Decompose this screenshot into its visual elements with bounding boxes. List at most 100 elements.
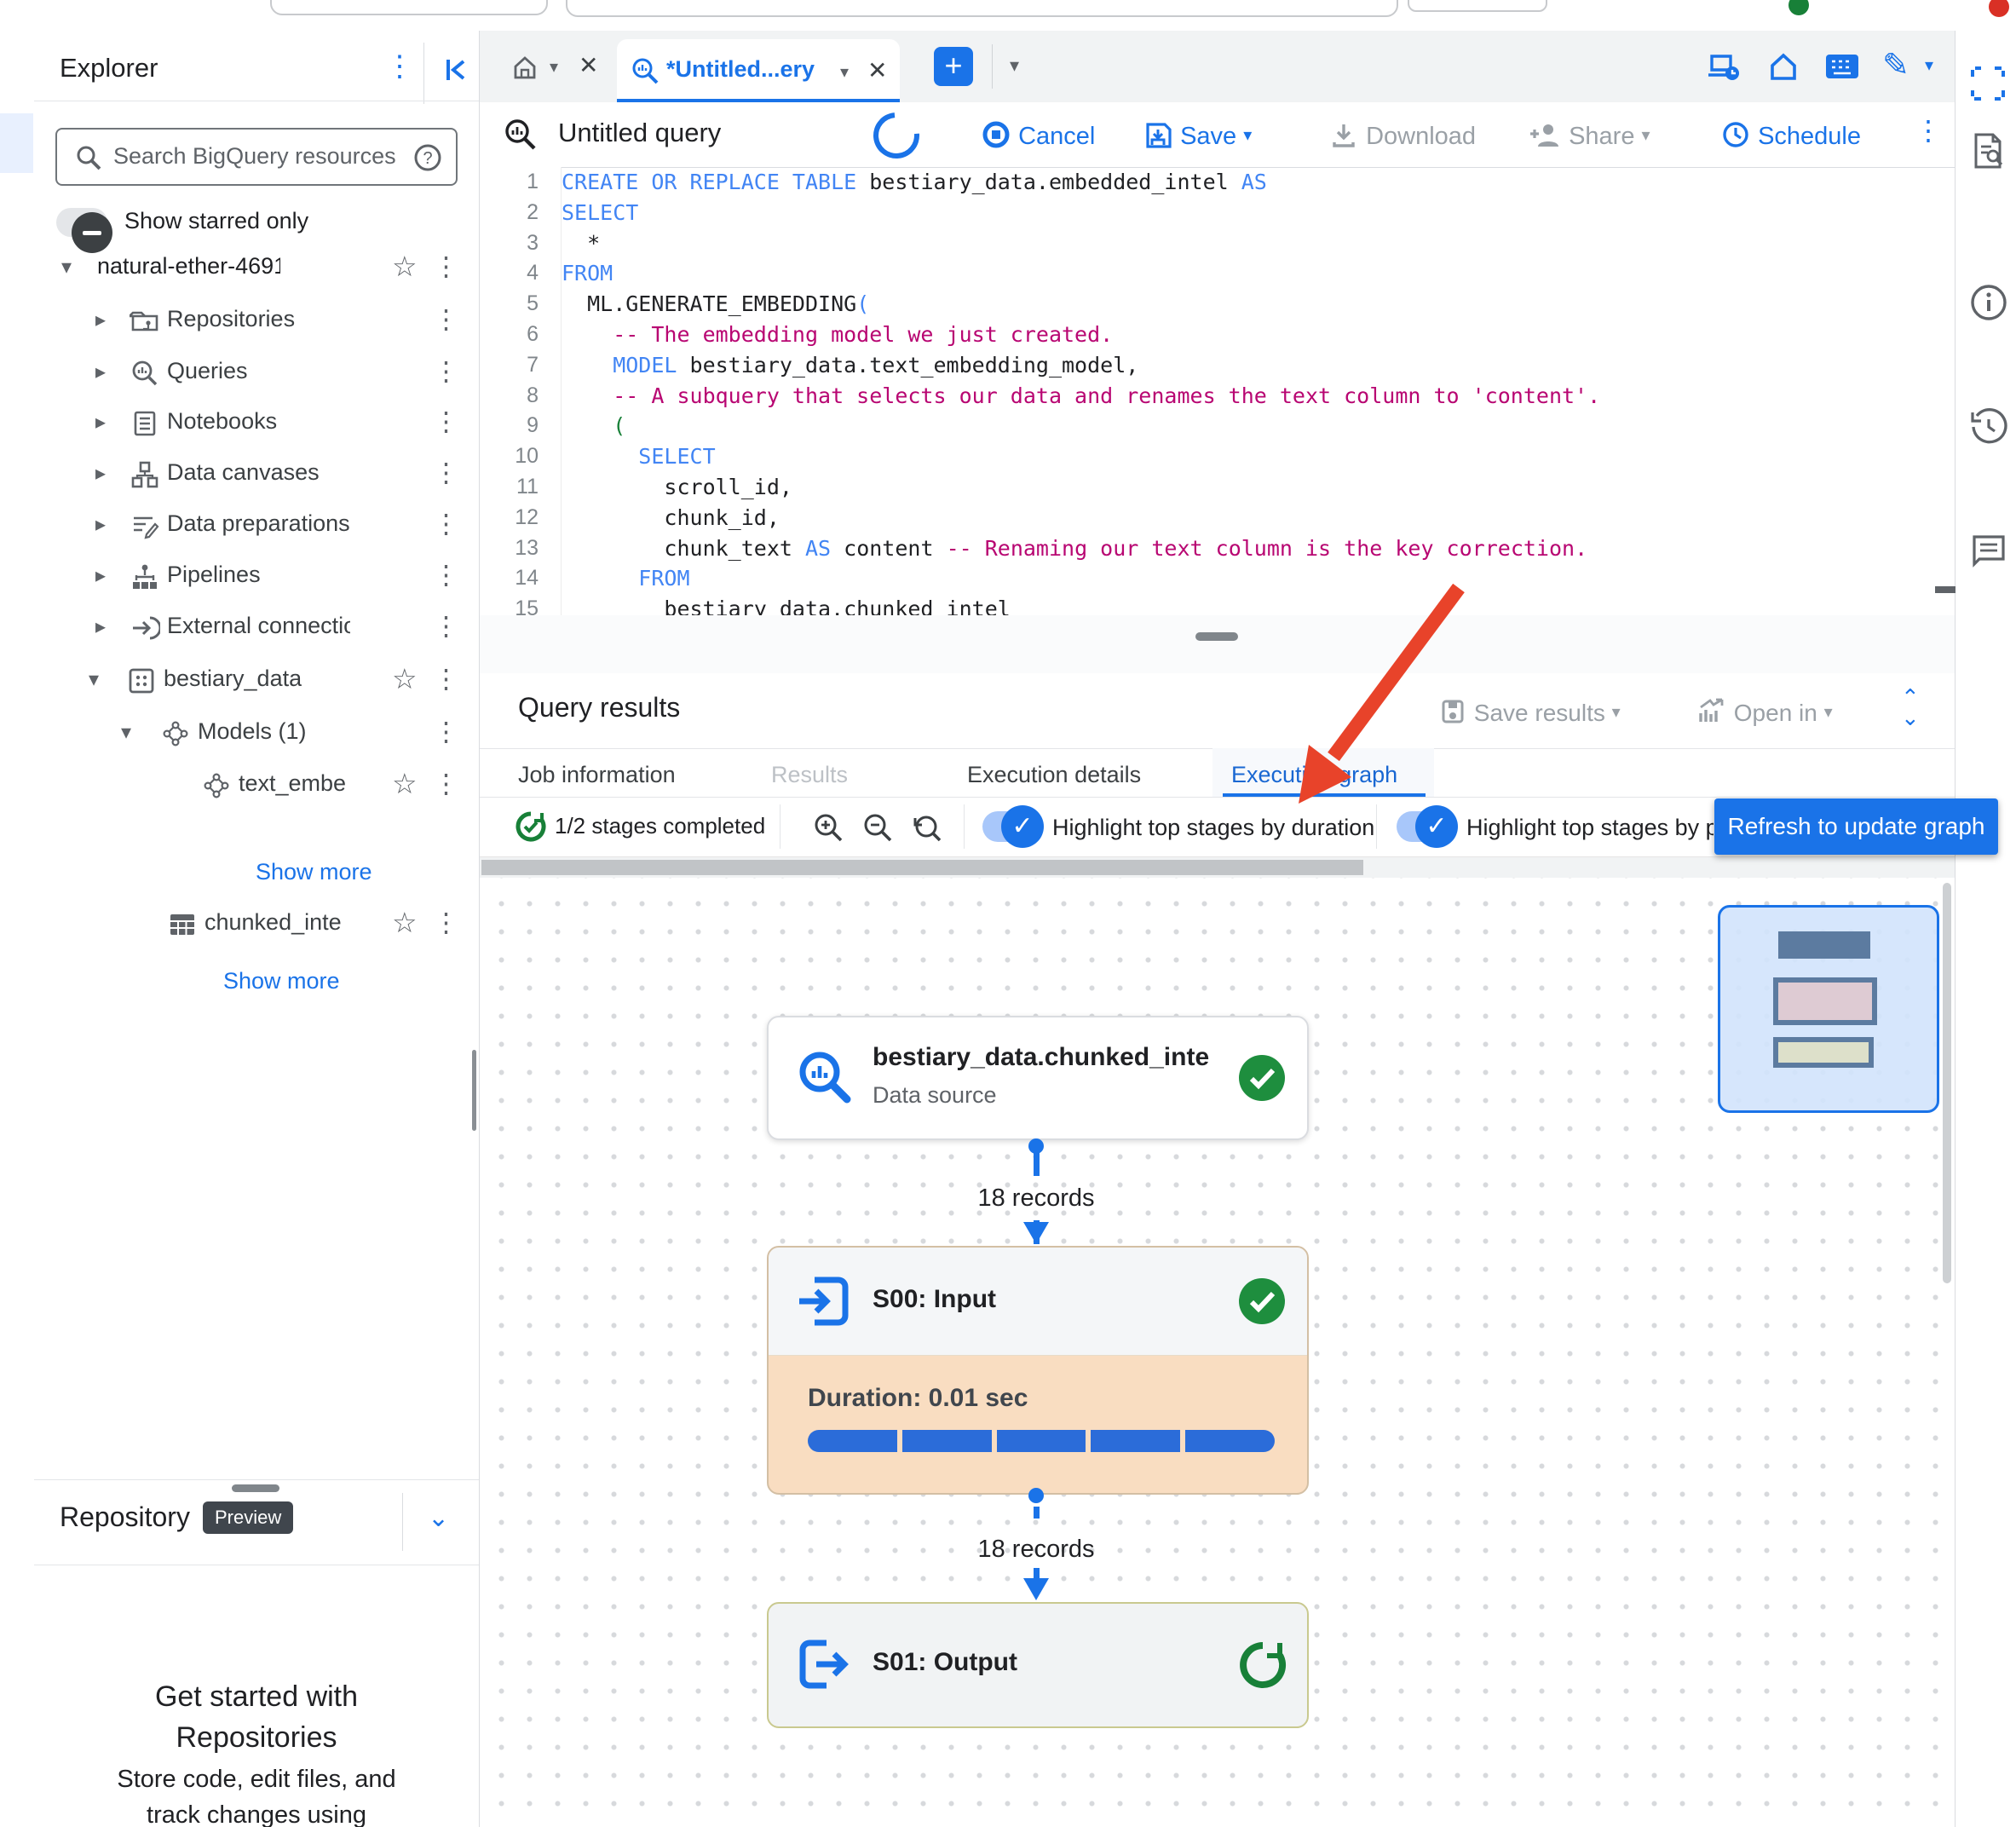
chevron-right-icon[interactable]: ▸ xyxy=(95,462,107,485)
chevron-right-icon[interactable]: ▸ xyxy=(95,360,107,383)
cancel-button[interactable]: Cancel xyxy=(981,119,1095,151)
item-menu-icon[interactable]: ⋮ xyxy=(433,458,459,487)
sql-generation-icon[interactable]: ✎ xyxy=(1882,48,1909,84)
code-line[interactable]: bestiary_data.chunked_intel xyxy=(562,594,1955,615)
code-line[interactable]: SELECT xyxy=(562,441,1955,472)
code-line[interactable]: -- A subquery that selects our data and … xyxy=(562,381,1955,412)
new-tab-button[interactable]: + xyxy=(934,47,973,86)
chevron-right-icon[interactable]: ▸ xyxy=(95,615,107,638)
sidebar-item-external-connections[interactable]: ▸ External connections ⋮ xyxy=(34,602,479,654)
open-in-button[interactable]: Open in ▾ xyxy=(1696,697,1833,727)
star-icon[interactable]: ☆ xyxy=(392,907,418,938)
code-line[interactable]: chunk_id, xyxy=(562,503,1955,533)
zoom-reset-icon[interactable] xyxy=(911,811,943,844)
code-line[interactable]: chunk_text AS content -- Renaming our te… xyxy=(562,533,1955,564)
highlight-duration-toggle[interactable]: ✓ xyxy=(982,805,1044,848)
tab-untitled-query[interactable]: *Untitled...ery ▾ ✕ xyxy=(617,39,900,102)
sidebar-item-data-canvases[interactable]: ▸ Data canvases ⋮ xyxy=(34,449,479,500)
item-menu-icon[interactable]: ⋮ xyxy=(433,769,459,798)
graph-vertical-scrollbar[interactable] xyxy=(1943,883,1951,1283)
tab-execution-details[interactable]: Execution details xyxy=(967,762,1142,787)
graph-node-data-source[interactable]: bestiary_data.chunked_inte Data source xyxy=(767,1016,1309,1140)
zoom-out-icon[interactable] xyxy=(861,811,894,844)
item-menu-icon[interactable]: ⋮ xyxy=(433,304,459,334)
save-results-button[interactable]: Save results ▾ xyxy=(1438,697,1621,727)
graph-horizontal-scrollbar[interactable] xyxy=(480,856,1955,879)
starred-toggle[interactable] xyxy=(56,208,112,253)
chevron-down-icon[interactable]: ▾ xyxy=(1823,703,1833,722)
star-icon[interactable]: ☆ xyxy=(392,768,418,799)
sidebar-item-queries[interactable]: ▸ Queries ⋮ xyxy=(34,348,479,399)
editor-results-splitter[interactable] xyxy=(480,615,1955,673)
code-line[interactable]: ( xyxy=(562,411,1955,441)
chevron-right-icon[interactable]: ▸ xyxy=(95,411,107,434)
sidebar-item-notebooks[interactable]: ▸ Notebooks ⋮ xyxy=(34,398,479,449)
zoom-in-icon[interactable] xyxy=(812,811,844,844)
code-line[interactable]: MODEL bestiary_data.text_embedding_model… xyxy=(562,350,1955,381)
show-more-dataset-link[interactable]: Show more xyxy=(223,968,340,994)
item-menu-icon[interactable]: ⋮ xyxy=(433,509,459,539)
panel-drag-handle[interactable] xyxy=(232,1484,279,1492)
execution-graph-canvas[interactable]: bestiary_data.chunked_inte Data source 1… xyxy=(480,878,1955,1827)
chevron-down-icon[interactable]: ▾ xyxy=(1925,56,1934,75)
search-document-icon[interactable] xyxy=(1969,131,2008,170)
item-menu-icon[interactable]: ⋮ xyxy=(433,664,459,694)
schedule-button[interactable]: Schedule xyxy=(1720,119,1861,151)
editor-device-icon[interactable] xyxy=(1707,49,1741,84)
tab-results[interactable]: Results xyxy=(771,762,849,787)
search-input[interactable]: Search BigQuery resources ? xyxy=(55,128,458,186)
chevron-down-icon[interactable]: ⌄ xyxy=(428,1504,450,1532)
collapse-panel-icon[interactable] xyxy=(441,55,472,85)
left-nav-selected-item[interactable] xyxy=(0,113,33,173)
sidebar-item-project[interactable]: ▾ natural-ether-469115... ☆ ⋮ xyxy=(61,251,459,282)
chevron-down-icon[interactable]: ▾ xyxy=(61,256,72,279)
explorer-menu-icon[interactable]: ⋮ xyxy=(385,50,414,83)
tab-execution-graph[interactable]: Execution graph xyxy=(1231,762,1398,787)
fullscreen-icon[interactable] xyxy=(1969,65,2007,102)
query-more-menu-icon[interactable]: ⋮ xyxy=(1915,115,1942,146)
chevron-right-icon[interactable]: ▸ xyxy=(95,564,107,587)
sidebar-item-models[interactable]: ▾ Models (1) ⋮ xyxy=(34,708,479,759)
item-menu-icon[interactable]: ⋮ xyxy=(433,908,459,937)
editor-scrollbar[interactable] xyxy=(1935,586,1956,593)
sidebar-item-chunked-intel-table[interactable]: chunked_inte ☆ ⋮ xyxy=(34,899,479,950)
code-line[interactable]: * xyxy=(562,228,1955,259)
chevron-down-icon[interactable]: ▾ xyxy=(550,58,559,77)
download-button[interactable]: Download xyxy=(1328,119,1476,151)
graph-node-s01-output[interactable]: S01: Output xyxy=(767,1602,1309,1728)
chevron-down-icon[interactable]: ▾ xyxy=(1611,703,1621,722)
highlight-processed-toggle[interactable]: ✓ xyxy=(1397,805,1458,848)
tab-list-dropdown-icon[interactable]: ▾ xyxy=(1010,55,1020,76)
code-line[interactable]: -- The embedding model we just created. xyxy=(562,320,1955,350)
item-menu-icon[interactable]: ⋮ xyxy=(433,560,459,590)
sidebar-item-repositories[interactable]: ▸ Repositories ⋮ xyxy=(34,296,479,347)
tab-job-information[interactable]: Job information xyxy=(518,762,676,787)
close-tab-icon[interactable]: ✕ xyxy=(579,52,599,78)
item-menu-icon[interactable]: ⋮ xyxy=(433,406,459,436)
chevron-down-icon[interactable]: ▾ xyxy=(89,668,100,691)
code-line[interactable]: FROM xyxy=(562,258,1955,289)
chevron-down-icon[interactable]: ▾ xyxy=(840,63,850,82)
comment-icon[interactable] xyxy=(1969,532,2008,571)
home-icon[interactable] xyxy=(1766,49,1800,84)
sidebar-item-data-preparations[interactable]: ▸ Data preparations ⋮ xyxy=(34,500,479,551)
code-lines[interactable]: CREATE OR REPLACE TABLE bestiary_data.em… xyxy=(562,167,1955,615)
item-menu-icon[interactable]: ⋮ xyxy=(433,356,459,386)
code-line[interactable]: CREATE OR REPLACE TABLE bestiary_data.em… xyxy=(562,167,1955,198)
info-icon[interactable] xyxy=(1969,283,2008,322)
graph-minimap[interactable] xyxy=(1718,905,1939,1113)
item-menu-icon[interactable]: ⋮ xyxy=(433,717,459,746)
close-tab-icon[interactable]: ✕ xyxy=(867,57,888,84)
home-tab-icon[interactable] xyxy=(510,53,539,82)
sidebar-scrollbar[interactable] xyxy=(472,1050,476,1131)
chevron-down-icon[interactable]: ▾ xyxy=(1243,126,1253,145)
chevron-right-icon[interactable]: ▸ xyxy=(95,513,107,536)
scrollbar-thumb[interactable] xyxy=(481,860,1363,875)
star-icon[interactable]: ☆ xyxy=(392,663,418,694)
code-line[interactable]: SELECT xyxy=(562,198,1955,228)
show-more-models-link[interactable]: Show more xyxy=(256,859,372,885)
chevron-down-icon[interactable]: ▾ xyxy=(121,721,132,744)
splitter-drag-handle[interactable] xyxy=(1195,632,1238,641)
star-icon[interactable]: ☆ xyxy=(392,251,418,282)
expand-collapse-results-icon[interactable]: ⌃⌄ xyxy=(1901,684,1920,730)
